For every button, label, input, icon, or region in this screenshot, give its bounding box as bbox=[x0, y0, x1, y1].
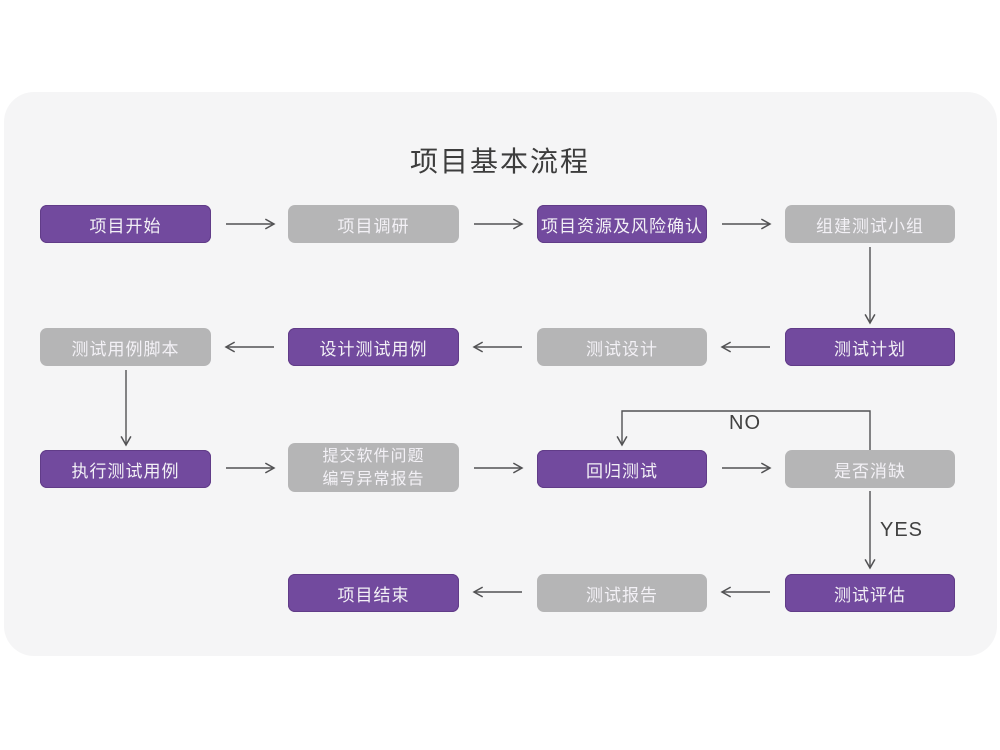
node-label: 测试计划 bbox=[834, 339, 906, 359]
node-defect-resolved: 是否消缺 bbox=[785, 450, 955, 488]
node-label: 组建测试小组 bbox=[816, 216, 924, 236]
node-test-evaluation: 测试评估 bbox=[785, 574, 955, 612]
node-label: 项目开始 bbox=[89, 216, 162, 236]
node-label: 设计测试用例 bbox=[319, 339, 428, 359]
no-branch-label: NO bbox=[729, 412, 761, 434]
node-execute-test-cases: 执行测试用例 bbox=[40, 450, 211, 488]
node-label: 回归测试 bbox=[586, 461, 658, 481]
node-project-start: 项目开始 bbox=[40, 205, 211, 243]
flowchart-card bbox=[4, 92, 997, 656]
node-label: 是否消缺 bbox=[834, 461, 906, 481]
node-label: 项目资源及风险确认 bbox=[541, 216, 703, 236]
node-test-case-scripts: 测试用例脚本 bbox=[40, 328, 211, 366]
node-label: 测试评估 bbox=[834, 585, 906, 605]
node-label: 提交软件问题 编写异常报告 bbox=[322, 447, 425, 488]
node-project-research: 项目调研 bbox=[288, 205, 459, 243]
node-label: 测试报告 bbox=[586, 585, 658, 605]
yes-branch-label: YES bbox=[880, 519, 924, 541]
node-design-test-cases: 设计测试用例 bbox=[288, 328, 459, 366]
node-label: 测试设计 bbox=[586, 339, 658, 359]
node-label: 测试用例脚本 bbox=[71, 339, 180, 359]
node-test-report: 测试报告 bbox=[537, 574, 707, 612]
node-label: 执行测试用例 bbox=[71, 461, 180, 481]
node-resource-risk-confirm: 项目资源及风险确认 bbox=[537, 205, 707, 243]
node-submit-issues-report: 提交软件问题 编写异常报告 bbox=[288, 443, 459, 492]
page-title: 项目基本流程 bbox=[409, 146, 590, 177]
node-project-end: 项目结束 bbox=[288, 574, 459, 612]
node-regression-test: 回归测试 bbox=[537, 450, 707, 488]
node-label: 项目调研 bbox=[337, 216, 410, 236]
node-test-plan: 测试计划 bbox=[785, 328, 955, 366]
node-label: 项目结束 bbox=[337, 585, 410, 605]
node-test-design: 测试设计 bbox=[537, 328, 707, 366]
node-form-test-team: 组建测试小组 bbox=[785, 205, 955, 243]
